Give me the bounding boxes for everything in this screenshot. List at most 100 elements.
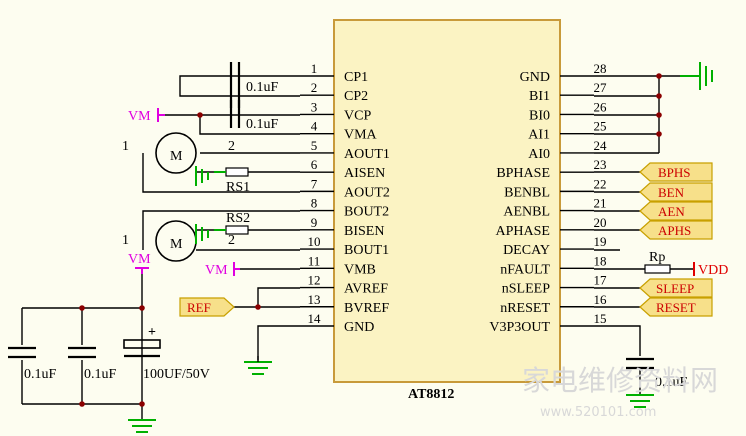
left-pin-number: 9 <box>311 215 318 230</box>
vm-label-1: VM <box>128 109 151 124</box>
left-pin-label: BOUT1 <box>344 243 389 258</box>
port-reset-label: RESET <box>656 300 696 315</box>
ground-symbols <box>128 62 713 433</box>
left-pins: 1CP12CP23VCP4VMA5AOUT16AISEN7AOUT28BOUT2… <box>300 61 390 335</box>
left-pin-label: AOUT2 <box>344 185 390 200</box>
left-pin-number: 3 <box>311 99 318 114</box>
port-aen-label: AEN <box>658 204 685 219</box>
cap-b-label: 0.1uF <box>84 367 117 382</box>
right-pin-number: 24 <box>594 138 608 153</box>
right-pin-label: BI0 <box>529 108 550 123</box>
motor-a: M 1 2 <box>122 132 235 174</box>
left-pin-number: 12 <box>308 273 321 288</box>
left-pin-number: 2 <box>311 80 318 95</box>
motor-a-letter: M <box>170 149 183 164</box>
port-aen[interactable]: AEN <box>639 201 713 221</box>
left-pin-label: BVREF <box>344 301 389 316</box>
motor-a-pin1: 1 <box>122 139 129 154</box>
vm-power-3: VM <box>128 252 151 274</box>
left-pin-number: 11 <box>308 253 321 268</box>
left-pin-label: AOUT1 <box>344 147 390 162</box>
port-reset[interactable]: RESET <box>639 297 713 317</box>
port-ben-label: BEN <box>658 185 685 200</box>
right-pin-number: 27 <box>594 80 608 95</box>
chip-body <box>333 19 561 383</box>
right-pin-number: 18 <box>594 253 607 268</box>
left-pin-number: 13 <box>308 292 321 307</box>
right-pin-number: 28 <box>594 61 607 76</box>
vm-power-2: VM <box>205 262 240 278</box>
right-pin-number: 19 <box>594 234 607 249</box>
right-pins: 28GND27BI126BI025AI124AI023BPHASE22BENBL… <box>489 61 607 335</box>
right-pin-label: GND <box>520 70 550 85</box>
right-pin-label: nFAULT <box>500 262 550 277</box>
left-pin-label: CP1 <box>344 70 368 85</box>
left-pin-label: AISEN <box>344 166 385 181</box>
left-pin-number: 6 <box>311 157 318 172</box>
vdd-label: VDD <box>698 263 728 278</box>
right-pin-label: AI0 <box>528 147 550 162</box>
motor-a-pin2: 2 <box>228 139 235 154</box>
left-pin-label: VCP <box>344 108 371 123</box>
port-ben[interactable]: BEN <box>639 182 713 202</box>
right-pin-label: BI1 <box>529 89 550 104</box>
right-pin-label: nSLEEP <box>502 282 550 297</box>
port-sleep[interactable]: SLEEP <box>639 278 713 298</box>
right-pin: 18 nFAULT <box>500 253 606 277</box>
port-bphs[interactable]: BPHS <box>639 162 713 182</box>
motor-b-pin1: 1 <box>122 233 129 248</box>
vm-power-1: VM <box>128 108 165 124</box>
port-aphs[interactable]: APHS <box>639 220 713 240</box>
right-pin-number: 17 <box>594 273 608 288</box>
right-pin-label: V3P3OUT <box>489 320 550 335</box>
bulk-capacitor <box>123 339 161 349</box>
left-pin-number: 7 <box>311 176 318 191</box>
left-pin-number: 10 <box>308 234 321 249</box>
right-pin-label: BPHASE <box>496 166 550 181</box>
cap-v3p3-label: 0.1uF <box>655 375 688 390</box>
right-pin-number: 16 <box>594 292 608 307</box>
port-ref[interactable]: REF <box>179 297 235 317</box>
right-pin-label: nRESET <box>500 301 550 316</box>
vm-label-2: VM <box>205 263 228 278</box>
right-pin: 17 nSLEEP <box>502 273 607 297</box>
capacitor-plates <box>8 62 654 370</box>
rs2-resistor <box>225 225 249 235</box>
port-sleep-label: SLEEP <box>656 281 694 296</box>
chip-name: AT8812 <box>408 387 454 402</box>
cap-vcp-label: 0.1uF <box>246 117 279 132</box>
junctions <box>79 73 662 407</box>
watermark-url: www.520101.com <box>540 405 656 420</box>
right-pin-number: 23 <box>594 157 607 172</box>
right-pin-number: 15 <box>594 311 607 326</box>
right-pin-label: AI1 <box>528 128 550 143</box>
left-pin-label: BOUT2 <box>344 205 389 220</box>
left-pin-label: BISEN <box>344 224 384 239</box>
bulk-cap-plus: + <box>148 325 156 340</box>
port-aphs-label: APHS <box>658 223 691 238</box>
left-pin-number: 5 <box>311 138 318 153</box>
rp-label: Rp <box>649 250 665 265</box>
left-pin-label: CP2 <box>344 89 368 104</box>
